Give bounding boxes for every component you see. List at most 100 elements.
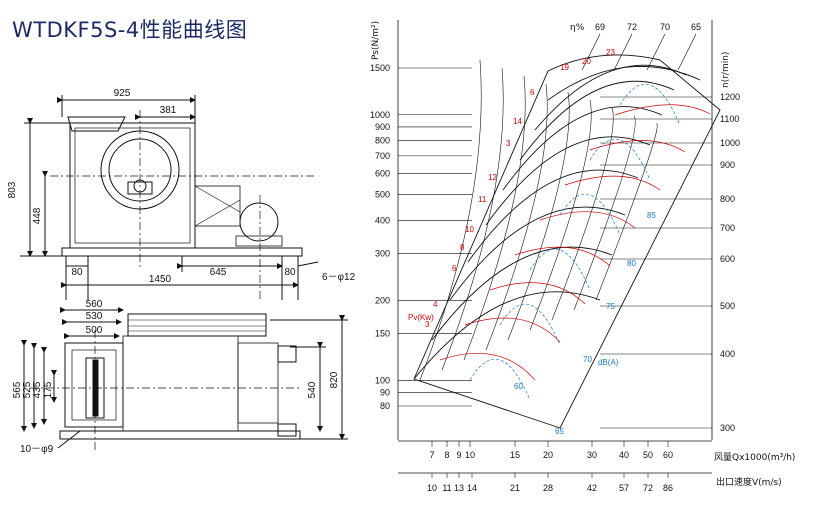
v-tick-label: 11 [442, 483, 451, 493]
efficiency-line [507, 91, 570, 341]
n-tick-label: 800 [720, 194, 735, 204]
pressure-curve [502, 106, 663, 191]
noise-value-label: 85 [647, 211, 656, 220]
front-base [59, 430, 301, 440]
power-curve [564, 175, 661, 191]
pressure-curve [449, 206, 626, 301]
q-tick-label: 60 [663, 450, 673, 460]
efficiency-line [485, 83, 548, 351]
v-tick-label: 28 [543, 483, 553, 493]
efficiency-line [595, 123, 658, 301]
q-tick-label: 30 [587, 450, 597, 460]
dim-560: 560 [86, 299, 103, 310]
n-tick-label: 300 [720, 423, 735, 433]
power-curve [489, 282, 586, 305]
ps-tick-label: 200 [375, 295, 390, 305]
power-value-label: 3 [506, 139, 511, 148]
eta-tick-label: 72 [627, 22, 637, 32]
ps-tick-label: 1000 [370, 110, 390, 120]
motor-body-top [127, 313, 267, 337]
eta-leader [646, 33, 666, 71]
eta-tick-label: 70 [660, 22, 670, 32]
ps-tick-label: 80 [380, 401, 390, 411]
v-tick-label: 13 [454, 483, 464, 493]
dim-80b: 80 [284, 267, 296, 278]
noise-value-label: 70 [583, 355, 592, 364]
dim-435: 435 [32, 381, 43, 398]
dim-500: 500 [86, 325, 103, 336]
power-curve [539, 211, 636, 229]
noise-curve [589, 138, 651, 181]
efficiency-line [529, 99, 592, 331]
performance-chart: 1500100090080070060050040030020015010090… [370, 20, 740, 493]
pressure-curve [431, 246, 613, 341]
ps-tick-label: 1500 [370, 63, 390, 73]
eta-leader [613, 33, 633, 71]
dim-448: 448 [32, 207, 43, 224]
q-tick-label: 9 [456, 450, 461, 460]
power-value-label: 20 [582, 57, 591, 66]
power-curve [614, 104, 711, 116]
v-tick-label: 42 [587, 483, 597, 493]
power-value-label: 11 [478, 195, 487, 204]
base-frame [61, 247, 303, 257]
dim-925: 925 [114, 88, 131, 99]
q-tick-label: 7 [429, 450, 434, 460]
efficiency-line [463, 75, 526, 361]
ps-tick-label: 500 [375, 190, 390, 200]
dim-803: 803 [7, 181, 18, 198]
pressure-curve [485, 136, 651, 226]
v-axis-label: 出口速度V(m/s) [716, 476, 782, 488]
front-view-drawing [21, 307, 348, 450]
q-tick-label: 40 [619, 450, 629, 460]
pressure-curve [413, 291, 601, 380]
efficiency-line [573, 115, 636, 311]
power-value-label: 8 [460, 243, 465, 252]
ps-axis-label: Ps(N/m²) [371, 21, 381, 60]
ps-axis-ticks: 1500100090080070060050040030020015010090… [370, 20, 472, 440]
power-curve [464, 317, 561, 343]
v-tick-label: 57 [619, 483, 629, 493]
power-value-label: 6 [530, 88, 535, 97]
ps-tick-label: 800 [375, 135, 390, 145]
motor-icon [239, 202, 279, 242]
v-tick-label: 10 [427, 483, 437, 493]
eta-leader [677, 33, 697, 71]
noise-curve [469, 358, 531, 401]
dim-525: 525 [22, 381, 33, 398]
noise-value-label: 75 [606, 302, 615, 311]
n-tick-label: 1000 [720, 138, 740, 148]
efficiency-line [441, 67, 504, 371]
power-value-label: 23 [606, 48, 615, 57]
noise-curve [619, 83, 681, 126]
n-tick-label: 900 [720, 160, 735, 170]
v-tick-label: 72 [643, 483, 653, 493]
noise-value-label: 60 [514, 382, 523, 391]
q-tick-label: 8 [444, 450, 449, 460]
ps-tick-label: 150 [375, 329, 390, 339]
v-tick-label: 14 [467, 483, 477, 493]
n-tick-label: 700 [720, 223, 735, 233]
eta-tick-label: 65 [691, 22, 701, 32]
v-tick-label: 86 [663, 483, 673, 493]
power-value-label: 10 [465, 225, 474, 234]
dim-565: 565 [12, 381, 23, 398]
ps-tick-label: 90 [380, 387, 390, 397]
q-tick-label: 20 [543, 450, 553, 460]
power-label: Pv(Kw) [408, 313, 434, 322]
ps-tick-label: 700 [375, 151, 390, 161]
chart-curves [413, 54, 721, 429]
dim-540: 540 [307, 381, 318, 398]
dim-80a: 80 [71, 267, 83, 278]
n-tick-label: 500 [720, 301, 735, 311]
n-axis-label: n(r/min) [721, 52, 731, 88]
pressure-curve [547, 66, 701, 101]
holes-front: 10－φ9 [20, 444, 54, 455]
noise-curve [529, 248, 591, 291]
pressure-curve [467, 169, 639, 263]
dim-1450: 1450 [149, 274, 172, 285]
noise-curve [499, 303, 561, 346]
q-tick-label: 10 [465, 450, 475, 460]
